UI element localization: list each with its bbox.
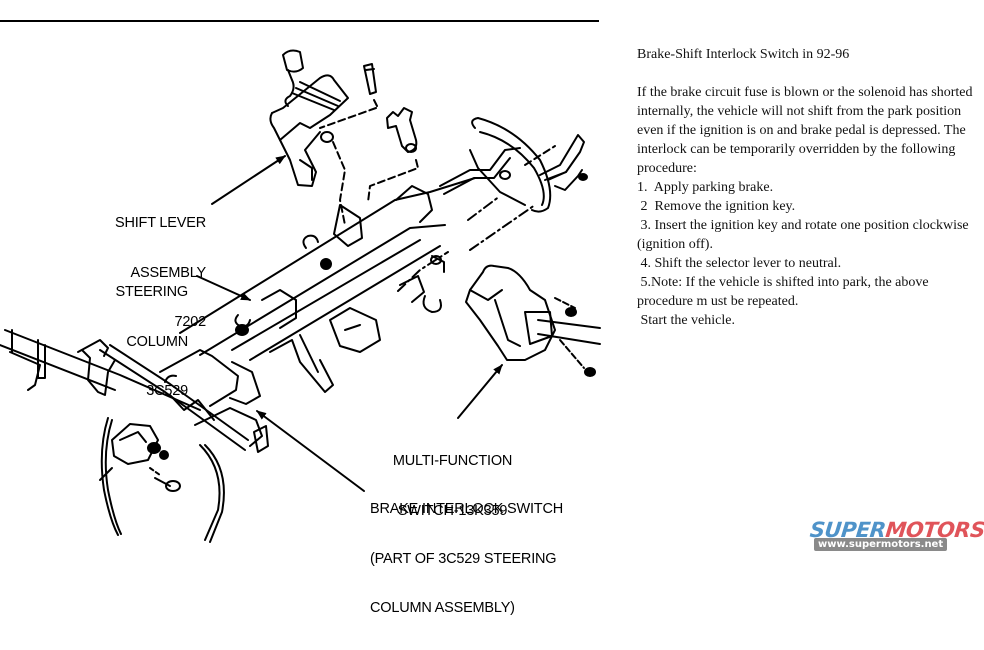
- screw-part: [565, 173, 596, 377]
- callout-line: 7202: [174, 314, 207, 330]
- actuator-part: [386, 107, 418, 153]
- callout-line: STEERING: [115, 284, 188, 300]
- callout-line: SWITCH-13K359: [397, 502, 508, 519]
- callout-line: SHIFT LEVER: [114, 215, 206, 231]
- steering-column-arrow: [196, 275, 251, 301]
- procedure-step: Start the vehicle.: [637, 313, 735, 328]
- alignment-line: [332, 141, 346, 226]
- brake-interlock-arrow: [256, 410, 365, 492]
- procedure-step: 4. Shift the selector lever to neutral.: [637, 256, 842, 271]
- shift-lever-arrow: [211, 155, 286, 205]
- diagram-drawing: [0, 49, 601, 543]
- procedure-step: 3. Insert the ignition key and rotate on…: [637, 218, 973, 252]
- bolt-part-lower: [149, 467, 181, 492]
- callout-line: COLUMN ASSEMBLY): [370, 600, 515, 616]
- procedure-steps: 1. Apply parking brake. 2 Remove the ign…: [637, 178, 982, 330]
- callout-line: MULTI-FUNCTION: [392, 453, 513, 469]
- steering-column-part: [179, 177, 476, 405]
- alignment-line: [469, 204, 536, 251]
- article-title: Brake-Shift Interlock Switch in 92-96: [637, 47, 850, 62]
- shift-lever-callout: SHIFT LEVER ASSEMBLY 7202: [96, 182, 206, 364]
- multi-function-callout: MULTI-FUNCTION SWITCH-13K359: [380, 420, 525, 552]
- article-intro: If the brake circuit fuse is blown or th…: [637, 85, 973, 176]
- alignment-line: [397, 251, 449, 292]
- procedure-step: 5.Note: If the vehicle is shifted into p…: [637, 275, 933, 309]
- multi-function-arrow: [457, 364, 503, 419]
- multi-function-switch-part: [465, 264, 601, 361]
- callout-line: BRAKE INTERLOCK SWITCH: [370, 501, 563, 517]
- alignment-line: [554, 297, 576, 309]
- procedure-step: 1. Apply parking brake.: [637, 180, 774, 195]
- callout-line: ASSEMBLY: [130, 264, 207, 281]
- shift-cable: [100, 417, 225, 543]
- steering-column-diagram: SHIFT LEVER ASSEMBLY 7202 STEERING COLUM…: [0, 24, 612, 616]
- procedure-step: 2 Remove the ignition key.: [637, 199, 796, 214]
- alignment-line: [559, 339, 585, 369]
- clockspring-part: [439, 117, 552, 213]
- alignment-line: [367, 159, 419, 203]
- steering-column-callout: STEERING COLUMN 3C529: [96, 251, 188, 433]
- article-text: Brake-Shift Interlock Switch in 92-96 If…: [637, 45, 982, 330]
- supermotors-watermark: SUPERMOTORS www.supermotors.net: [806, 518, 984, 553]
- alignment-line: [524, 145, 556, 166]
- watermark-url: www.supermotors.net: [814, 538, 948, 551]
- bolt-part: [363, 63, 377, 95]
- alignment-line: [319, 99, 378, 129]
- callout-line: 3C529: [146, 383, 188, 399]
- horizontal-rule: [0, 20, 599, 22]
- lower-column-part: [99, 344, 269, 481]
- shift-lever-part: [269, 49, 349, 187]
- connector-wires: [539, 134, 585, 191]
- alignment-line: [467, 195, 501, 221]
- callout-line: COLUMN: [126, 333, 188, 350]
